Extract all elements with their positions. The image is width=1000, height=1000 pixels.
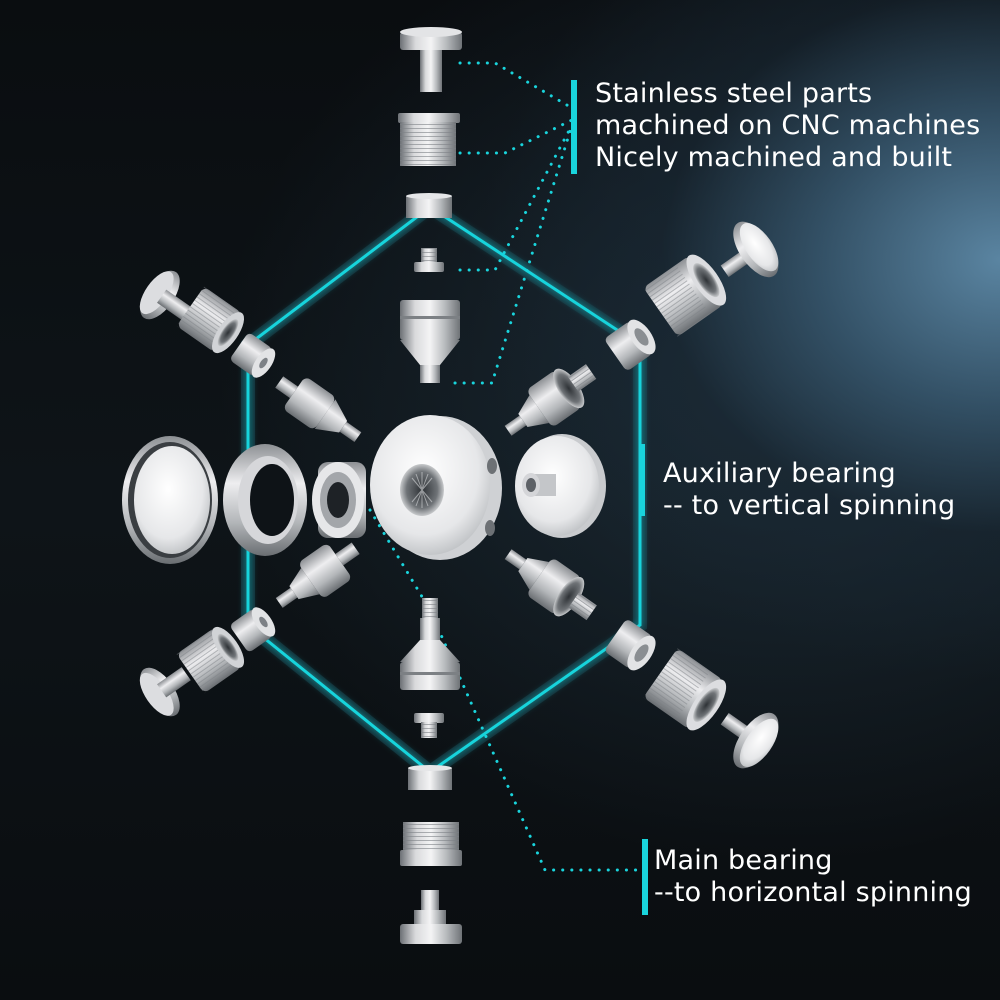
screw-bottom [414,713,444,738]
lower-right-arm [504,549,779,769]
weight-upper-left [275,376,362,443]
callout-accent-bar [571,80,577,174]
callout-accent-bar [639,444,645,516]
bearing-bottom [408,765,452,790]
cap-lower-right [720,712,779,769]
screw-top [414,248,444,272]
cap-lower-left [139,667,191,717]
weight-bottom [400,598,460,690]
upper-right-arm [504,221,779,436]
callout-auxiliary-bearing: Auxiliary bearing -- to vertical spinnin… [639,444,956,522]
cap-upper-left [139,270,191,320]
center-hub [370,415,502,560]
bearing-lower-right [605,620,656,671]
callout-line: -- to vertical spinning [663,490,956,521]
cap-top [400,27,462,92]
callout-main-bearing: Main bearing --to horizontal spinning [642,839,972,915]
callout-stainless-steel: Stainless steel parts machined on CNC ma… [571,78,980,174]
magnet-disc-left [122,436,218,564]
callout-line: Nicely machined and built [595,142,953,173]
ring-left [223,444,307,556]
bearing-upper-right [605,319,656,370]
sleeve-upper-left [176,286,245,354]
upper-left-arm [139,270,362,443]
sleeve-upper-right [643,254,727,337]
lower-left-arm [139,542,360,717]
callout-line: Auxiliary bearing [663,458,896,489]
sleeve-lower-right [643,648,727,731]
bearing-top [406,193,452,218]
callout-line: --to horizontal spinning [654,877,972,908]
cap-bottom [400,890,462,944]
callout-line: machined on CNC machines [595,110,981,141]
cap-upper-right [720,221,779,278]
sleeve-lower-left [176,626,245,694]
threaded-sleeve-bottom [400,822,462,866]
weight-lower-right [504,549,597,621]
aux-bearing-disc [515,434,606,538]
threaded-sleeve-top [398,113,460,166]
callout-accent-bar [642,839,648,915]
bearing-lower-left [231,607,276,652]
weight-top [400,300,460,383]
dotted-connectors [368,61,642,872]
main-bearing [312,462,366,538]
callout-line: Stainless steel parts [595,78,873,109]
weight-lower-left [275,542,360,608]
callout-line: Main bearing [654,845,833,876]
bearing-upper-left [231,333,276,378]
weight-upper-right [504,364,597,436]
